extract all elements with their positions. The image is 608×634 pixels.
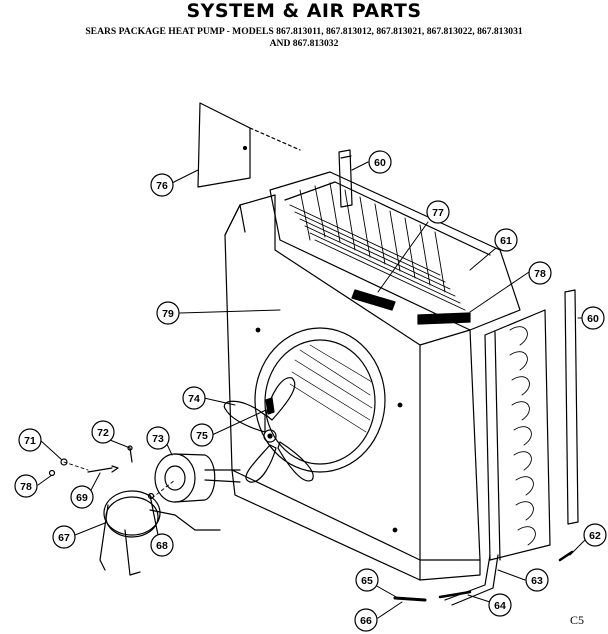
callout-65: 65 bbox=[355, 568, 379, 592]
part-69-screw bbox=[87, 465, 119, 473]
callout-79: 79 bbox=[156, 301, 180, 325]
svg-text:60: 60 bbox=[374, 157, 386, 169]
svg-text:68: 68 bbox=[156, 540, 168, 552]
callout-77: 77 bbox=[426, 200, 450, 224]
svg-text:76: 76 bbox=[156, 180, 168, 192]
part-74-fan-blade bbox=[223, 377, 314, 483]
part-evaporator-coil bbox=[484, 309, 551, 561]
svg-text:72: 72 bbox=[97, 427, 109, 439]
part-base-pan bbox=[231, 469, 481, 581]
part-75-fan-nut bbox=[265, 397, 275, 415]
part-60-side-strip bbox=[564, 289, 579, 525]
svg-text:79: 79 bbox=[162, 308, 174, 320]
svg-text:71: 71 bbox=[24, 435, 36, 447]
svg-text:65: 65 bbox=[361, 575, 373, 587]
callout-69: 69 bbox=[70, 485, 94, 509]
callout-60-top: 60 bbox=[368, 150, 392, 174]
page-code: C5 bbox=[569, 613, 584, 627]
part-77-label-plate bbox=[351, 289, 396, 311]
callout-61: 61 bbox=[494, 228, 518, 252]
callout-71: 71 bbox=[18, 428, 42, 452]
svg-text:63: 63 bbox=[531, 575, 543, 587]
callouts: 76 60 77 61 78 60 79 74 75 71 72 73 78 6… bbox=[14, 150, 607, 632]
callout-60-side: 60 bbox=[581, 306, 605, 330]
part-67-motor-mount bbox=[99, 490, 221, 576]
svg-text:61: 61 bbox=[500, 235, 512, 247]
models-line-2: AND 867.813032 bbox=[269, 38, 339, 49]
part-64-drain-tube bbox=[438, 590, 472, 599]
callout-73: 73 bbox=[146, 426, 170, 450]
svg-text:64: 64 bbox=[494, 600, 506, 612]
part-63-tube bbox=[444, 554, 499, 606]
callout-66: 66 bbox=[354, 608, 378, 632]
page-title: SYSTEM & AIR PARTS bbox=[186, 0, 422, 22]
part-76-cover-panel bbox=[197, 102, 301, 188]
svg-text:67: 67 bbox=[58, 532, 70, 544]
part-62-screw bbox=[558, 550, 574, 562]
callout-64: 64 bbox=[488, 593, 512, 617]
svg-text:78: 78 bbox=[534, 268, 546, 280]
callout-75: 75 bbox=[190, 423, 214, 447]
callout-78-left: 78 bbox=[14, 474, 38, 498]
svg-text:66: 66 bbox=[360, 615, 372, 627]
assembly-lines bbox=[63, 461, 176, 499]
part-60-top-strip bbox=[338, 149, 353, 208]
svg-text:60: 60 bbox=[587, 313, 599, 325]
svg-text:77: 77 bbox=[432, 207, 444, 219]
leader-lines bbox=[37, 161, 589, 619]
callout-67: 67 bbox=[52, 525, 76, 549]
svg-text:78: 78 bbox=[20, 481, 32, 493]
part-71-nut bbox=[60, 458, 68, 466]
part-68-bracket bbox=[147, 492, 159, 536]
callout-76: 76 bbox=[150, 173, 174, 197]
callout-74: 74 bbox=[182, 386, 206, 410]
callout-62: 62 bbox=[583, 523, 607, 547]
models-line-1: SEARS PACKAGE HEAT PUMP - MODELS 867.813… bbox=[85, 26, 523, 37]
callout-78-top: 78 bbox=[528, 261, 552, 285]
callout-63: 63 bbox=[525, 568, 549, 592]
svg-text:74: 74 bbox=[188, 393, 200, 405]
svg-text:69: 69 bbox=[76, 492, 88, 504]
svg-text:75: 75 bbox=[196, 430, 208, 442]
callout-68: 68 bbox=[150, 533, 174, 557]
part-72-screw bbox=[127, 445, 133, 463]
part-65-drain-fitting bbox=[393, 596, 427, 602]
part-61-coil-top bbox=[269, 171, 521, 331]
part-78-label-plate bbox=[417, 312, 471, 325]
svg-text:73: 73 bbox=[152, 433, 164, 445]
callout-72: 72 bbox=[91, 420, 115, 444]
part-73-fan-motor bbox=[154, 453, 241, 503]
part-79-shroud bbox=[224, 194, 481, 561]
svg-text:62: 62 bbox=[589, 530, 601, 542]
